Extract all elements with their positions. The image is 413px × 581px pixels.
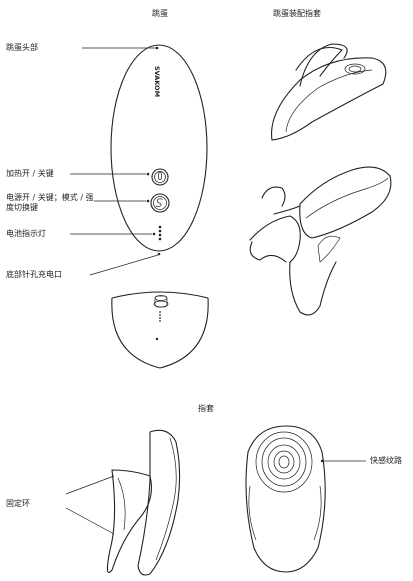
heat-button[interactable]: [151, 168, 169, 186]
egg-with-sleeve-angled: [271, 43, 387, 141]
title-finger-sleeve: 指套: [198, 404, 214, 413]
battery-indicator-lights: [158, 225, 162, 241]
egg-bottom-view: [111, 291, 209, 369]
egg-front-view: SVAKOM: [110, 44, 208, 252]
sleeve-side-view: [106, 429, 181, 576]
label-egg-head: 跳蛋头部: [6, 43, 38, 52]
label-power-mode: 电源开 / 关键；模式 / 强度切换键: [6, 193, 94, 212]
label-charge-port: 底部针孔充电口: [6, 270, 62, 279]
title-egg: 跳蛋: [152, 9, 168, 18]
label-heat-toggle: 加热开 / 关键: [6, 169, 54, 178]
label-fixing-ring: 固定环: [6, 499, 30, 508]
label-battery-indicator: 电池指示灯: [6, 229, 46, 238]
label-texture: 快感纹路: [370, 456, 402, 465]
bottom-buttons: [153, 295, 169, 308]
power-mode-button[interactable]: [150, 193, 170, 213]
brand-logo: SVAKOM: [153, 66, 161, 97]
svg-text:SVAKOM: SVAKOM: [153, 66, 161, 97]
egg-with-sleeve-on-finger: [249, 166, 392, 316]
texture-rings: [255, 431, 313, 493]
title-egg-with-sleeve: 跳蛋装配指套: [273, 9, 321, 18]
leader-lines-fixing-ring: [65, 475, 115, 535]
leader-lines-egg: [70, 46, 161, 276]
sleeve-front-view: [245, 425, 326, 573]
leader-line-texture: [320, 459, 366, 463]
charge-pinhole: [155, 337, 159, 341]
